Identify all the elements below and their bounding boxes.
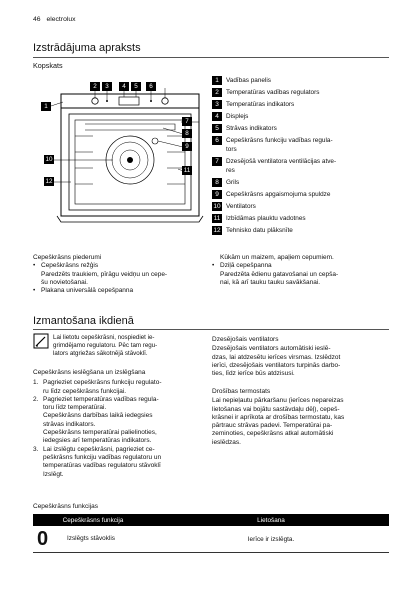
callout-3: 3 — [102, 82, 112, 91]
accessory-item: Cepeškrāsns režģis — [33, 262, 203, 271]
step-item: 2. Pagrieziet temperatūras vadības regul… — [33, 395, 159, 445]
oven-diagram — [44, 88, 204, 223]
note-text: Lai lietotu cepeškrāsni, nospiediet ie- … — [53, 334, 158, 357]
temperature-indicator — [106, 100, 108, 102]
thermostat-title: Drošības termostats — [212, 388, 271, 395]
function-knob — [161, 97, 169, 105]
accessories-title: Cepeškrāsns piederumi — [33, 254, 102, 261]
accessory-desc: Paredzēts traukiem, pīrāgu veidņu un cep… — [41, 270, 168, 278]
thermostat-block: Drošības termostats Lai nepieļautu pārka… — [212, 388, 392, 447]
cooling-fan-title: Dzesējošais ventilators — [212, 336, 279, 343]
power-indicator — [150, 100, 152, 102]
oven-door — [56, 215, 204, 223]
table-header: Cepeškrāsns funkcija — [33, 514, 153, 526]
section-title-description: Izstrādājuma apraksts — [33, 42, 141, 54]
accessory-desc: šu novietošanai. — [41, 278, 88, 286]
callout-4: 4 — [119, 82, 129, 91]
callout-1: 1 — [41, 102, 51, 111]
note-icon — [33, 333, 49, 349]
function-use: Ierīce ir izslēgta. — [153, 526, 389, 553]
callout-6: 6 — [146, 82, 156, 91]
section-rule — [33, 57, 389, 58]
accessories-block: Cepeškrāsns piederumi Cepeškrāsns režģis… — [33, 254, 203, 296]
table-row: 0 Izslēgts stāvoklis Ierīce ir izslēgta. — [33, 526, 389, 553]
accessories-right: Kūkām un maizem, apaļiem cepumiem. Dziļā… — [212, 254, 392, 287]
temperature-knob — [91, 97, 99, 105]
cooling-fan-block: Dzesējošais ventilators Dzesējošais vent… — [212, 336, 392, 378]
functions-table: Cepeškrāsns funkcija Lietošana 0 Izslēgt… — [33, 514, 389, 553]
callout-8: 8 — [182, 129, 192, 138]
callout-5: 5 — [131, 82, 141, 91]
step-item: 1. Pagrieziet cepeškrāsns funkciju regul… — [33, 379, 162, 395]
callout-10: 10 — [44, 155, 54, 164]
page-number: 46 — [33, 16, 41, 23]
accessory-desc: nai, kā arī tauku tauku savākšanai. — [220, 278, 321, 286]
onoff-block: Cepeškrāsns ieslēgšana un izslēgšana 1. … — [33, 369, 208, 479]
lamp — [151, 137, 159, 145]
brand-name: electrolux — [46, 16, 76, 23]
page-header: 46 electrolux — [33, 16, 76, 23]
accessory-desc: Paredzēta ēdienu gatavošanai un cepša- — [220, 270, 339, 278]
callout-2: 2 — [90, 82, 100, 91]
callout-7: 7 — [182, 117, 192, 126]
callout-11: 11 — [182, 166, 192, 175]
callout-9: 9 — [182, 142, 192, 151]
accessory-item: Dziļā cepešpanna — [212, 262, 392, 271]
function-name: Izslēgts stāvoklis — [67, 535, 115, 542]
accessory-desc: Kūkām un maizem, apaļiem cepumiem. — [220, 254, 334, 261]
grill-element — [85, 123, 176, 131]
callout-12: 12 — [44, 177, 54, 186]
control-panel-outline — [60, 93, 200, 109]
table-header: Lietošana — [153, 514, 389, 526]
section-rule — [33, 329, 389, 330]
display — [118, 96, 140, 106]
functions-title: Cepeškrāsns funkcijas — [33, 503, 99, 510]
off-symbol: 0 — [37, 528, 49, 550]
section-title-daily-use: Izmantošana ikdienā — [33, 315, 134, 327]
accessory-item: Plakana universālā cepešpanna — [33, 287, 203, 296]
onoff-title: Cepeškrāsns ieslēgšana un izslēgšana — [33, 369, 146, 376]
step-item: 3. Lai izslēgtu cepeškrāsni, pagrieziet … — [33, 445, 162, 478]
subtitle-overview: Kopskats — [33, 61, 63, 70]
